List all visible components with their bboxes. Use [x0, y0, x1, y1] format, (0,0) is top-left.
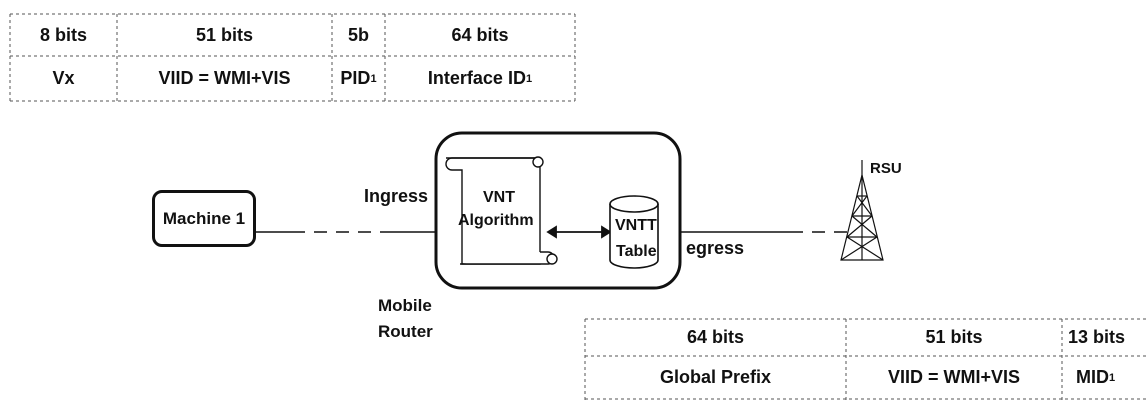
scroll-icon	[445, 156, 558, 265]
bottom-header-viid-bits: 51 bits	[925, 327, 983, 347]
top-table-grid	[9, 13, 576, 102]
top-header-interface-bits: 64 bits	[451, 24, 509, 45]
rsu-label: RSU	[870, 160, 902, 177]
top-value-interface-subscript: 1	[525, 72, 533, 85]
bottom-table-grid	[584, 318, 1146, 401]
top-header-pid-bits: 5b	[347, 24, 369, 45]
bottom-value-mid-subscript: 1	[1109, 371, 1116, 384]
egress-label: egress	[686, 238, 745, 258]
algorithm-label: Algorithm	[458, 212, 534, 229]
ingress-label: Ingress	[364, 186, 429, 206]
vntt-label: VNTT	[615, 217, 657, 234]
machine-1-node: Machine 1	[152, 190, 256, 247]
bottom-header-mid-bits: 13 bits	[1068, 327, 1126, 347]
vnt-label: VNT	[483, 189, 515, 206]
mobile-router-box	[434, 131, 682, 290]
bottom-value-global-prefix: Global Prefix	[659, 367, 772, 387]
top-header-vx-bits: 8 bits	[39, 24, 87, 45]
top-value-vx: Vx	[52, 68, 75, 88]
top-value-viid: VIID = WMI+VIS	[158, 68, 291, 88]
table-label: Table	[616, 243, 657, 260]
top-value-pid-subscript: 1	[370, 72, 377, 85]
mobile-label: Mobile	[378, 296, 432, 315]
bottom-value-viid: VIID = WMI+VIS	[887, 367, 1021, 387]
top-header-viid-bits: 51 bits	[195, 24, 254, 45]
bottom-header-prefix-bits: 64 bits	[686, 327, 745, 347]
machine-1-label: Machine 1	[162, 208, 246, 228]
cylinder-icon	[609, 195, 659, 269]
double-arrow	[546, 225, 612, 239]
rsu-tower-icon	[840, 160, 884, 261]
router-label: Router	[378, 322, 433, 341]
